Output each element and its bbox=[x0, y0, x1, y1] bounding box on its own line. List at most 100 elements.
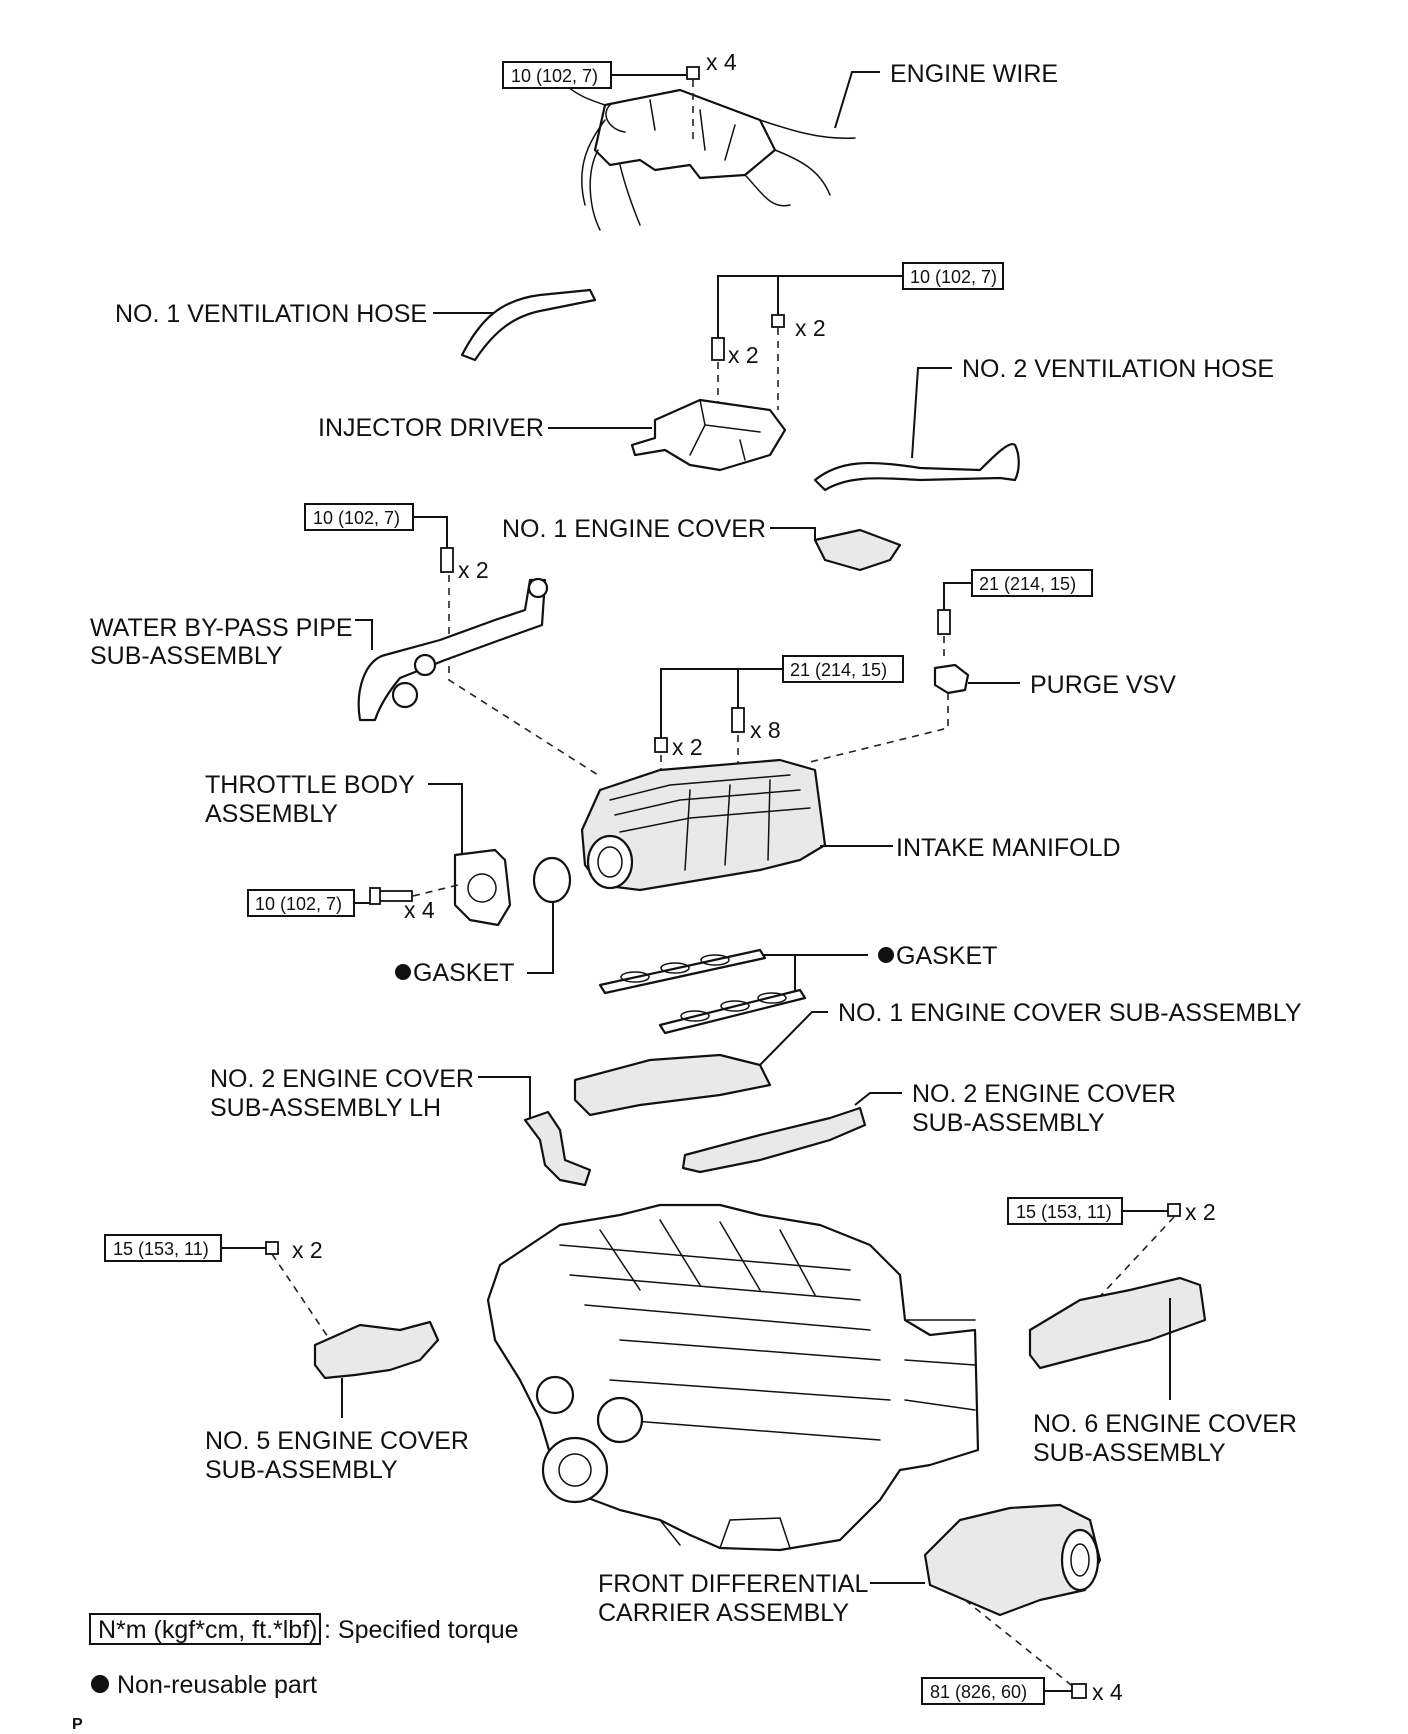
no1-engine-cover-sub-part bbox=[573, 1053, 772, 1117]
label-water-bypass-2: SUB-ASSEMBLY bbox=[90, 642, 283, 670]
label-no2-cover-lh-1: NO. 2 ENGINE COVER bbox=[210, 1065, 474, 1093]
leader-no1-engine-cover bbox=[770, 527, 816, 540]
label-purge-vsv: PURGE VSV bbox=[1030, 671, 1176, 699]
throttle-gasket-part bbox=[532, 856, 572, 904]
leader-gasket-left bbox=[527, 903, 554, 974]
injector-driver-part bbox=[630, 398, 787, 472]
torque-engine-wire: 10 (102, 7) bbox=[511, 66, 598, 86]
non-reusable-dot-gasket-left bbox=[395, 964, 411, 980]
legend-non-reusable: Non-reusable part bbox=[117, 1671, 317, 1699]
torque-box-engine-wire bbox=[502, 61, 612, 89]
intake-manifold-part bbox=[580, 758, 827, 892]
label-gasket-left: GASKET bbox=[413, 959, 514, 987]
label-throttle-body-1: THROTTLE BODY bbox=[205, 771, 415, 799]
leader-no2-cover-lh bbox=[478, 1076, 531, 1120]
label-front-diff-2: CARRIER ASSEMBLY bbox=[598, 1599, 849, 1627]
leader-torque-intake-manifold bbox=[660, 668, 783, 738]
label-no2-ventilation-hose: NO. 2 VENTILATION HOSE bbox=[962, 355, 1274, 383]
label-engine-wire: ENGINE WIRE bbox=[890, 60, 1058, 88]
qty-injector-bolt: x 2 bbox=[728, 342, 759, 368]
leader-torque-purge-vsv bbox=[943, 582, 972, 610]
purge-vsv-dash-b bbox=[809, 693, 949, 763]
torque-water-bypass: 10 (102, 7) bbox=[313, 508, 400, 528]
label-no1-engine-cover-sub: NO. 1 ENGINE COVER SUB-ASSEMBLY bbox=[838, 999, 1302, 1027]
leader-torque-water-bypass bbox=[413, 516, 448, 548]
label-injector-driver: INJECTOR DRIVER bbox=[318, 414, 544, 442]
torque-box-throttle-body bbox=[247, 889, 355, 917]
no5-cover-nut bbox=[265, 1241, 279, 1255]
front-diff-dash bbox=[964, 1599, 1076, 1689]
label-no6-cover-2: SUB-ASSEMBLY bbox=[1033, 1439, 1226, 1467]
no6-cover-part bbox=[1028, 1276, 1207, 1370]
torque-front-diff: 81 (826, 60) bbox=[930, 1682, 1027, 1702]
no1-engine-cover-part bbox=[813, 528, 902, 572]
water-bypass-dash bbox=[448, 575, 599, 776]
label-gasket-right: GASKET bbox=[896, 942, 997, 970]
label-no1-engine-cover: NO. 1 ENGINE COVER bbox=[502, 515, 766, 543]
water-bypass-bolt bbox=[440, 547, 454, 573]
legend-torque-desc: : Specified torque bbox=[324, 1616, 519, 1644]
torque-box-no5-cover bbox=[104, 1234, 222, 1262]
leader-no2-ventilation-hose bbox=[911, 367, 952, 459]
label-front-diff-1: FRONT DIFFERENTIAL bbox=[598, 1570, 868, 1598]
legend-torque-units: N*m (kgf*cm, ft.*lbf) bbox=[98, 1616, 317, 1644]
purge-vsv-part bbox=[933, 663, 970, 695]
manifold-gasket-part bbox=[598, 948, 807, 1035]
torque-injector: 10 (102, 7) bbox=[910, 267, 997, 287]
no2-ventilation-hose-part bbox=[813, 442, 1020, 492]
injector-nut bbox=[771, 314, 785, 328]
throttle-body-part bbox=[453, 848, 512, 927]
purge-vsv-bolt bbox=[937, 609, 951, 635]
no6-cover-nut bbox=[1167, 1203, 1181, 1217]
leader-no1-engine-cover-sub bbox=[759, 1011, 828, 1066]
manifold-bolt bbox=[731, 707, 745, 733]
leader-torque-injector bbox=[717, 275, 903, 338]
non-reusable-dot-gasket-right bbox=[878, 947, 894, 963]
no2-cover-lh-part bbox=[523, 1110, 592, 1187]
torque-box-front-diff bbox=[921, 1677, 1045, 1705]
label-water-bypass-1: WATER BY-PASS PIPE bbox=[90, 614, 353, 642]
leader-engine-wire bbox=[834, 71, 880, 129]
no5-cover-dash bbox=[271, 1253, 331, 1341]
qty-water-bypass: x 2 bbox=[458, 557, 489, 583]
legend-torque-box bbox=[89, 1613, 321, 1645]
leader-water-bypass bbox=[355, 619, 373, 650]
label-no1-ventilation-hose: NO. 1 VENTILATION HOSE bbox=[115, 300, 427, 328]
leader-throttle-body bbox=[428, 783, 463, 855]
qty-engine-wire: x 4 bbox=[706, 49, 737, 75]
engine-wire-part bbox=[559, 66, 856, 231]
label-no5-cover-2: SUB-ASSEMBLY bbox=[205, 1456, 398, 1484]
torque-intake-manifold: 21 (214, 15) bbox=[790, 660, 887, 680]
label-no2-cover-sub-1: NO. 2 ENGINE COVER bbox=[912, 1080, 1176, 1108]
torque-throttle-body: 10 (102, 7) bbox=[255, 894, 342, 914]
qty-no5-cover: x 2 bbox=[292, 1237, 323, 1263]
label-throttle-body-2: ASSEMBLY bbox=[205, 800, 338, 828]
qty-manifold-nut: x 2 bbox=[672, 734, 703, 760]
no2-cover-sub-part bbox=[681, 1106, 867, 1174]
qty-no6-cover: x 2 bbox=[1185, 1199, 1216, 1225]
label-no2-cover-lh-2: SUB-ASSEMBLY LH bbox=[210, 1094, 441, 1122]
water-bypass-pipe-part bbox=[357, 578, 547, 722]
label-no5-cover-1: NO. 5 ENGINE COVER bbox=[205, 1427, 469, 1455]
qty-throttle-body: x 4 bbox=[404, 897, 435, 923]
injector-bolt bbox=[711, 337, 725, 361]
front-diff-bolt bbox=[1071, 1683, 1087, 1699]
throttle-body-dash bbox=[412, 884, 459, 897]
manifold-nut bbox=[654, 737, 668, 753]
no1-ventilation-hose-part bbox=[460, 288, 597, 362]
torque-box-water-bypass bbox=[304, 503, 414, 531]
label-no2-cover-sub-2: SUB-ASSEMBLY bbox=[912, 1109, 1105, 1137]
qty-front-diff: x 4 bbox=[1092, 1679, 1123, 1705]
leader-gasket-right bbox=[762, 954, 796, 992]
torque-purge-vsv: 21 (214, 15) bbox=[979, 574, 1076, 594]
label-intake-manifold: INTAKE MANIFOLD bbox=[896, 834, 1121, 862]
torque-no5-cover: 15 (153, 11) bbox=[113, 1239, 209, 1259]
no5-cover-part bbox=[313, 1320, 440, 1380]
label-no6-cover-1: NO. 6 ENGINE COVER bbox=[1033, 1410, 1297, 1438]
leader-no2-cover-sub bbox=[854, 1092, 902, 1106]
torque-no6-cover: 15 (153, 11) bbox=[1016, 1202, 1112, 1222]
engine-assembly-part bbox=[486, 1203, 980, 1552]
legend-non-reusable-dot bbox=[91, 1675, 109, 1693]
footer-code: P bbox=[72, 1716, 83, 1733]
